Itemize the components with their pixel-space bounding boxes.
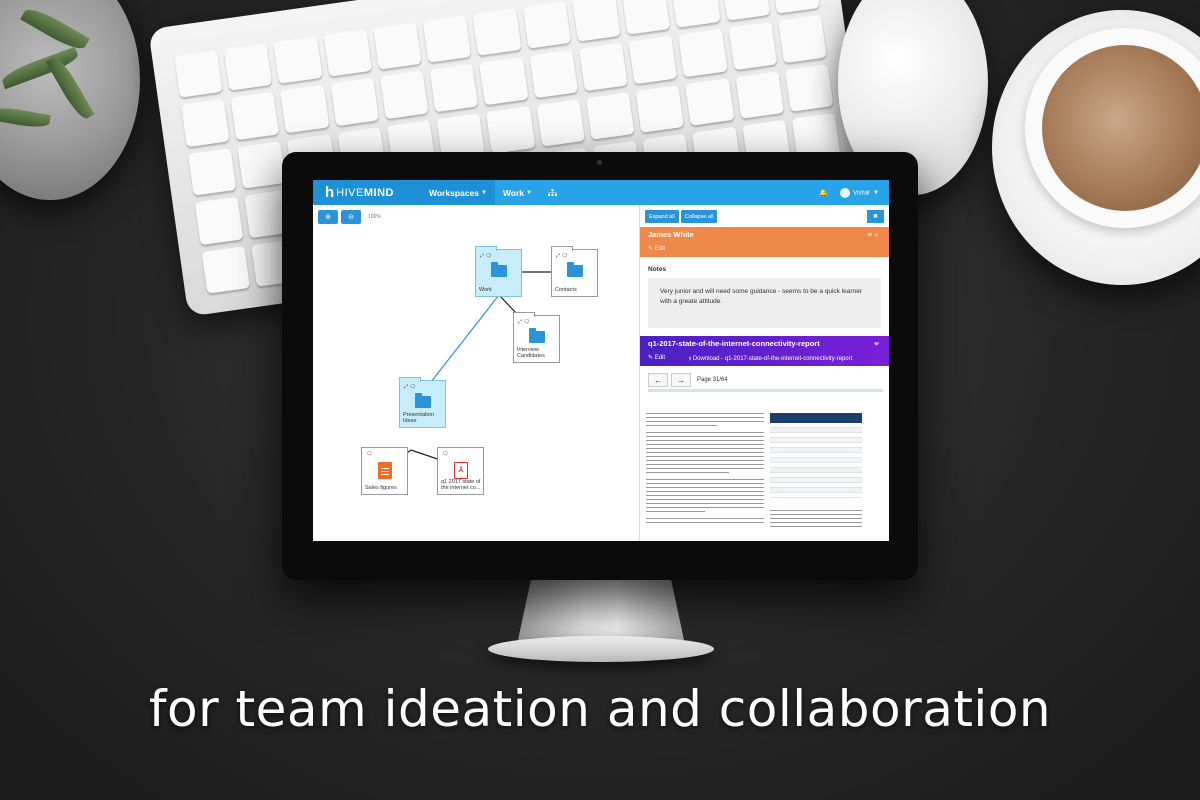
nav-workspaces[interactable]: Workspaces▼ [421, 180, 495, 205]
expand-comment-icons[interactable]: ⤢ 🗨 [518, 319, 530, 325]
edit-link[interactable]: ✎ Edit [648, 246, 666, 252]
next-page-button[interactable]: → [671, 373, 691, 387]
close-icon: ✖ [872, 214, 879, 220]
hivemind-logo[interactable]: h HIVEMIND [313, 180, 421, 205]
zoom-out-button[interactable]: ⊖ [341, 210, 361, 224]
bell-icon[interactable]: 🔔 [819, 189, 829, 197]
node-contacts[interactable]: ⤢ 🗨 Contacts [551, 246, 598, 297]
node-label: Presentation Ideas [403, 412, 434, 424]
pager-progress [648, 389, 883, 392]
mindmap-pane[interactable]: ⊕ ⊖ 100% ⤢ 🗨 Work ⤢ 🗨 Con [313, 205, 640, 541]
expand-comment-icons[interactable]: ⤢ 🗨 [556, 253, 568, 259]
comment-icon[interactable]: 🗨 [366, 451, 373, 457]
logo-mark: h [325, 184, 334, 201]
folder-icon [529, 328, 545, 343]
pdf-pager: ← → Page 31/64 [648, 373, 728, 387]
node-work[interactable]: ⤢ 🗨 Work [475, 246, 522, 297]
edit-icon: ✎ [648, 355, 654, 361]
contact-card-header[interactable]: James White ✎ Edit ❤ ✕ [640, 227, 889, 257]
user-area: 🔔 Vishal ▼ [819, 187, 889, 198]
top-navbar: h HIVEMIND Workspaces▼ Work▼ 🔔 Vishal ▼ [313, 180, 889, 205]
expand-comment-icons[interactable]: ⤢ 🗨 [404, 384, 416, 390]
caret-down-icon: ▼ [480, 189, 487, 196]
node-interview-candidates[interactable]: ⤢ 🗨 Interview Candidates [513, 312, 560, 363]
node-label: Interview Candidates [517, 347, 545, 359]
tagline: for team ideation and collaboration [148, 680, 1052, 738]
node-sales-figures[interactable]: 🗨 Sales figures [361, 447, 408, 495]
pdf-page-preview[interactable] [646, 395, 883, 541]
page-indicator: Page 31/64 [697, 377, 728, 383]
folder-icon [567, 262, 583, 277]
close-button[interactable]: ✖ [867, 210, 884, 223]
node-label: Work [479, 287, 492, 293]
zoom-in-icon: ⊕ [325, 214, 331, 221]
nav-work[interactable]: Work▼ [502, 187, 532, 198]
user-name: Vishal [853, 190, 870, 197]
main-nav: Workspaces▼ Work▼ [421, 180, 565, 205]
download-icon: ⭳ [689, 356, 692, 362]
monitor-stand [518, 578, 684, 640]
pdf-text-column [646, 413, 764, 526]
logo-text: HIVEMIND [336, 186, 394, 199]
download-link[interactable]: ⭳ Download - q1-2017-state-of-the-intern… [689, 356, 853, 362]
file-title: q1-2017-state-of-the-internet-connectivi… [648, 339, 820, 348]
zoom-controls: ⊕ ⊖ 100% [318, 210, 381, 224]
collapse-all-button[interactable]: Collapse all [681, 210, 718, 223]
zoom-in-button[interactable]: ⊕ [318, 210, 338, 224]
document-icon [378, 462, 392, 479]
file-card-header[interactable]: q1-2017-state-of-the-internet-connectivi… [640, 336, 889, 366]
collapse-chevron-icon[interactable]: ❤ [873, 342, 879, 348]
potted-plant [0, 0, 140, 200]
prev-page-button[interactable]: ← [648, 373, 668, 387]
node-label: Contacts [555, 287, 577, 293]
expand-all-button[interactable]: Expand all [645, 210, 679, 223]
chevron-down-icon: ▼ [873, 190, 879, 197]
edit-icon: ✎ [648, 246, 654, 252]
expand-comment-icons[interactable]: ⤢ 🗨 [480, 253, 492, 259]
contact-name: James White [648, 230, 694, 239]
folder-icon [491, 262, 507, 277]
sitemap-icon[interactable] [540, 180, 565, 205]
arrow-left-icon: ← [654, 375, 662, 385]
comment-icon[interactable]: 🗨 [442, 451, 449, 457]
notes-text: Very junior and will need some guidance … [648, 278, 881, 328]
pdf-icon: ⅄ [454, 462, 468, 479]
pdf-text-column-2 [770, 510, 862, 530]
user-menu[interactable]: Vishal ▼ [840, 187, 879, 198]
arrow-right-icon: → [677, 375, 685, 385]
folder-icon [415, 393, 431, 408]
zoom-level: 100% [368, 214, 381, 220]
coffee [1042, 45, 1200, 211]
camera-icon [597, 160, 602, 165]
pdf-table [770, 413, 862, 498]
monitor-base [488, 636, 714, 662]
zoom-out-icon: ⊖ [348, 214, 354, 221]
node-q1-report[interactable]: 🗨 ⅄ q1 2017 state of the internet co... [437, 447, 484, 495]
app-screen: h HIVEMIND Workspaces▼ Work▼ 🔔 Vishal ▼ … [313, 180, 889, 541]
file-edit-link[interactable]: ✎ Edit [648, 355, 666, 361]
collapse-chevron-icon[interactable]: ❤ ✕ [867, 233, 879, 239]
node-label: Sales figures [365, 485, 397, 491]
node-presentation-ideas[interactable]: ⤢ 🗨 Presentation Ideas [399, 377, 446, 428]
avatar [840, 187, 851, 198]
caret-down-icon: ▼ [526, 189, 532, 196]
notes-label: Notes [648, 266, 667, 273]
node-label: q1 2017 state of the internet co... [441, 479, 481, 491]
detail-pane: Expand all Collapse all ✖ James White ✎ … [640, 205, 889, 541]
